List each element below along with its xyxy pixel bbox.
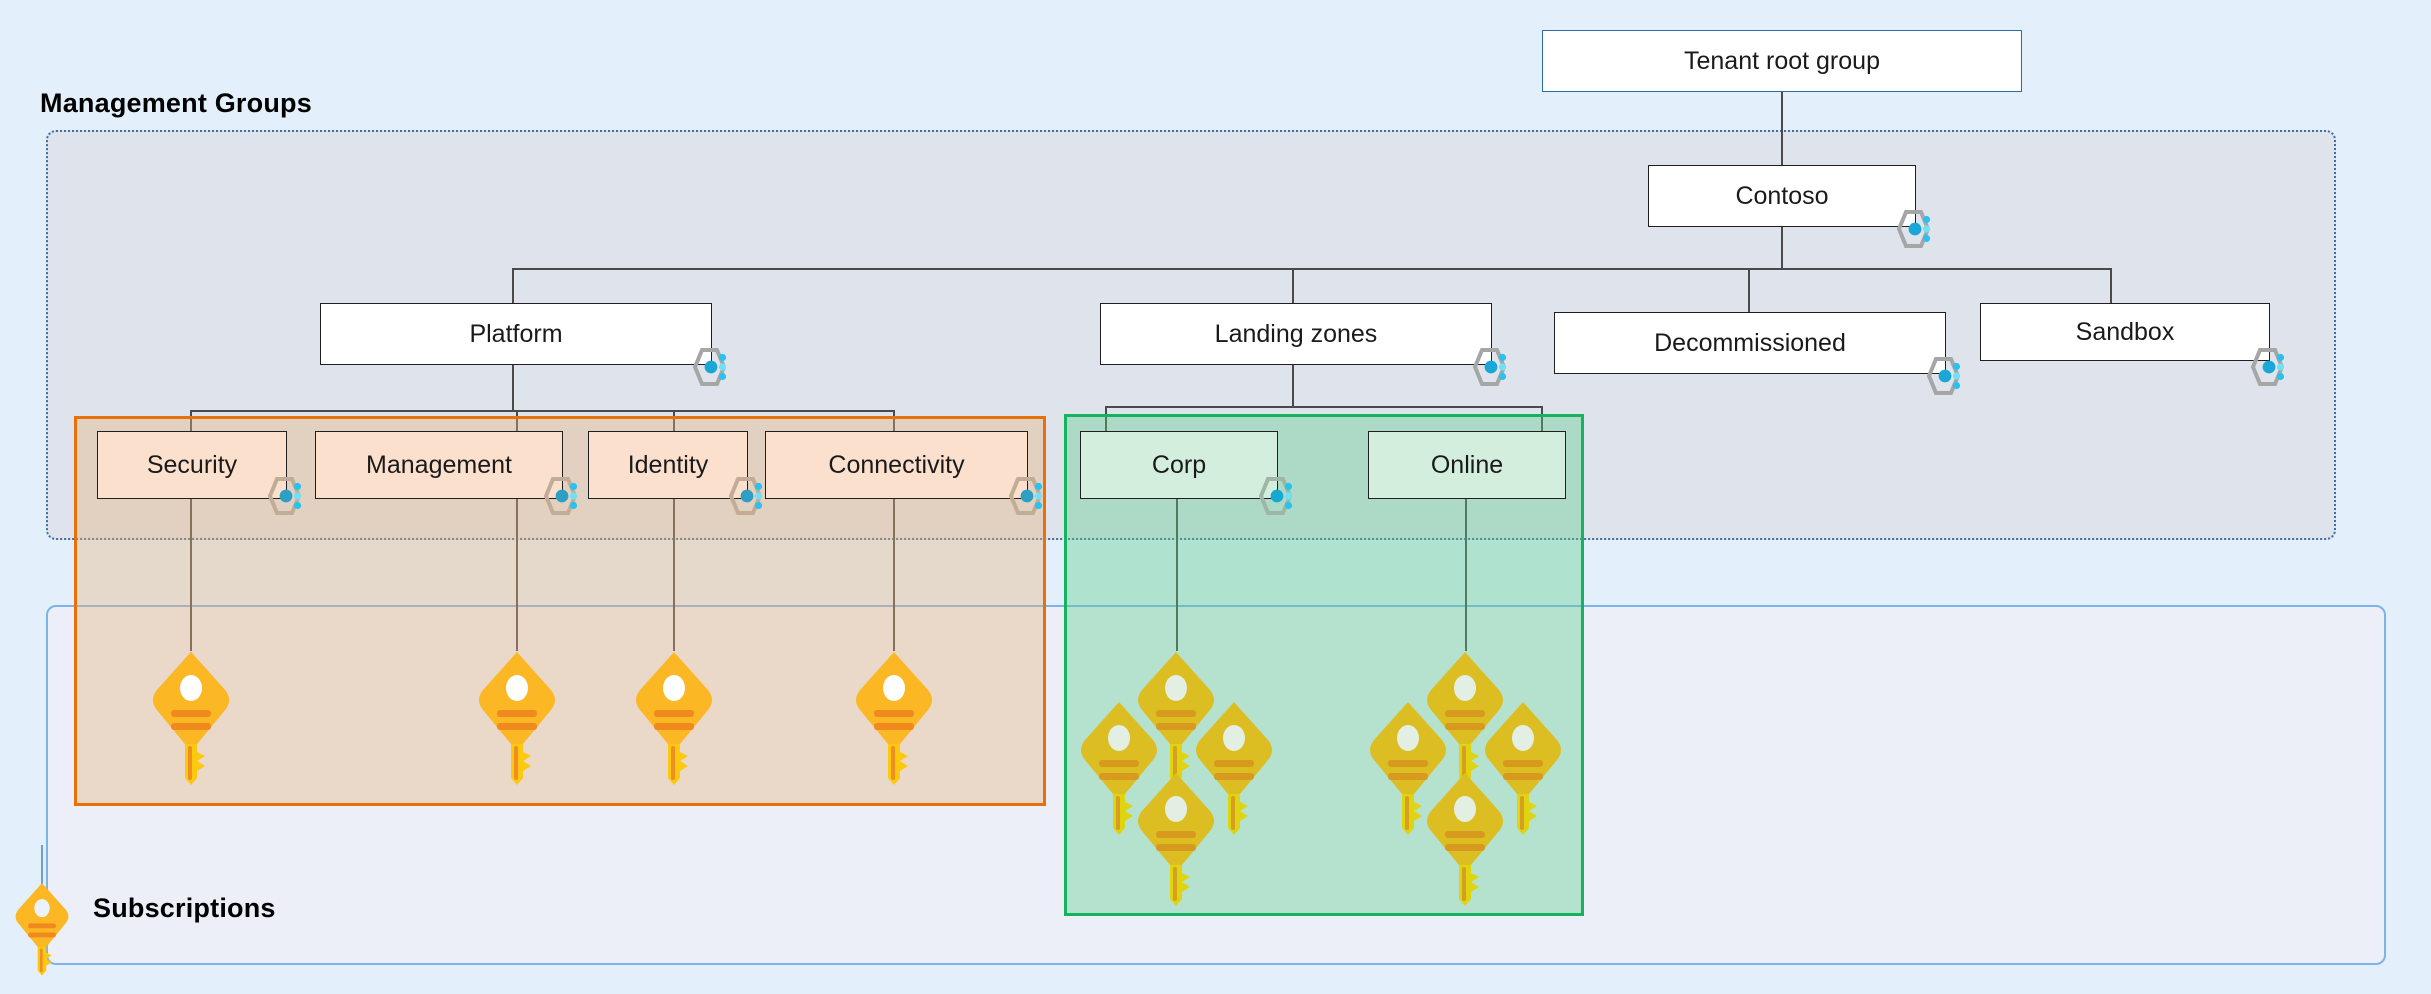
subscriptions-title: Subscriptions <box>93 893 276 923</box>
node-label: Platform <box>469 319 563 348</box>
connector-connectivity-to-subscription <box>893 499 895 651</box>
key-icon <box>636 652 712 785</box>
management-group-icon <box>543 477 578 515</box>
key-icon <box>1196 702 1272 835</box>
connector-drop-management <box>516 410 518 431</box>
key-icon <box>1138 773 1214 906</box>
management-groups-title: Management Groups <box>40 88 312 118</box>
connector-identity-to-subscription <box>673 499 675 651</box>
node-label: Tenant root group <box>1684 46 1880 75</box>
management-group-icon <box>1258 477 1293 515</box>
node-label: Identity <box>627 450 709 479</box>
node-connectivity[interactable]: Connectivity <box>765 431 1028 499</box>
connector-drop-corp <box>1105 406 1107 431</box>
key-icon <box>15 883 69 976</box>
node-label: Connectivity <box>828 450 965 479</box>
key-icon <box>153 652 229 785</box>
node-corp[interactable]: Corp <box>1080 431 1278 499</box>
key-icon <box>1427 773 1503 906</box>
connector-drop-decommissioned <box>1748 268 1750 312</box>
key-icon <box>1485 702 1561 835</box>
node-decommissioned[interactable]: Decommissioned <box>1554 312 1946 374</box>
key-icon <box>856 652 932 785</box>
connector-contoso-down <box>1781 227 1783 269</box>
connector-bus-platform <box>190 410 893 412</box>
node-sandbox[interactable]: Sandbox <box>1980 303 2270 361</box>
connector-security-to-subscription <box>190 499 192 651</box>
subscriptions-panel <box>46 605 2386 965</box>
key-icon <box>1138 652 1214 785</box>
management-group-icon <box>692 348 727 386</box>
node-label: Decommissioned <box>1654 328 1846 357</box>
management-group-icon <box>2250 348 2285 386</box>
management-group-icon <box>267 477 302 515</box>
node-management[interactable]: Management <box>315 431 563 499</box>
node-label: Contoso <box>1735 181 1829 210</box>
management-group-icon <box>1926 357 1961 395</box>
node-label: Corp <box>1151 450 1207 479</box>
connector-drop-connectivity <box>893 410 895 431</box>
connector-drop-sandbox <box>2110 268 2112 303</box>
node-label: Security <box>146 450 238 479</box>
key-icon <box>1370 702 1446 835</box>
management-group-icon <box>728 477 763 515</box>
node-label: Online <box>1430 450 1504 479</box>
node-identity[interactable]: Identity <box>588 431 748 499</box>
node-contoso[interactable]: Contoso <box>1648 165 1916 227</box>
node-online[interactable]: Online <box>1368 431 1566 499</box>
connector-management-to-subscription <box>516 499 518 651</box>
connector-root-to-contoso <box>1781 92 1783 165</box>
node-security[interactable]: Security <box>97 431 287 499</box>
connector-platform-down <box>512 365 514 410</box>
connector-drop-landing-zones <box>1292 268 1294 303</box>
connector-subscriptions-legend-stem <box>41 845 43 890</box>
node-platform[interactable]: Platform <box>320 303 712 365</box>
node-label: Management <box>366 450 512 479</box>
connector-drop-identity <box>673 410 675 431</box>
key-icon <box>479 652 555 785</box>
connector-corp-to-subscriptions <box>1176 499 1178 651</box>
key-icon <box>1081 702 1157 835</box>
node-label: Landing zones <box>1214 319 1378 348</box>
node-label: Sandbox <box>2075 317 2175 346</box>
connector-drop-platform <box>512 268 514 303</box>
node-tenant-root-group[interactable]: Tenant root group <box>1542 30 2022 92</box>
management-group-icon <box>1008 477 1043 515</box>
node-landing-zones[interactable]: Landing zones <box>1100 303 1492 365</box>
connector-bus-landing-zones <box>1105 406 1542 408</box>
connector-landing-zones-down <box>1292 365 1294 406</box>
connector-drop-security <box>190 410 192 431</box>
connector-bus-contoso <box>512 268 2112 270</box>
management-group-icon <box>1472 348 1507 386</box>
connector-online-to-subscriptions <box>1465 499 1467 651</box>
management-group-icon <box>1896 210 1931 248</box>
connector-drop-online <box>1541 406 1543 431</box>
